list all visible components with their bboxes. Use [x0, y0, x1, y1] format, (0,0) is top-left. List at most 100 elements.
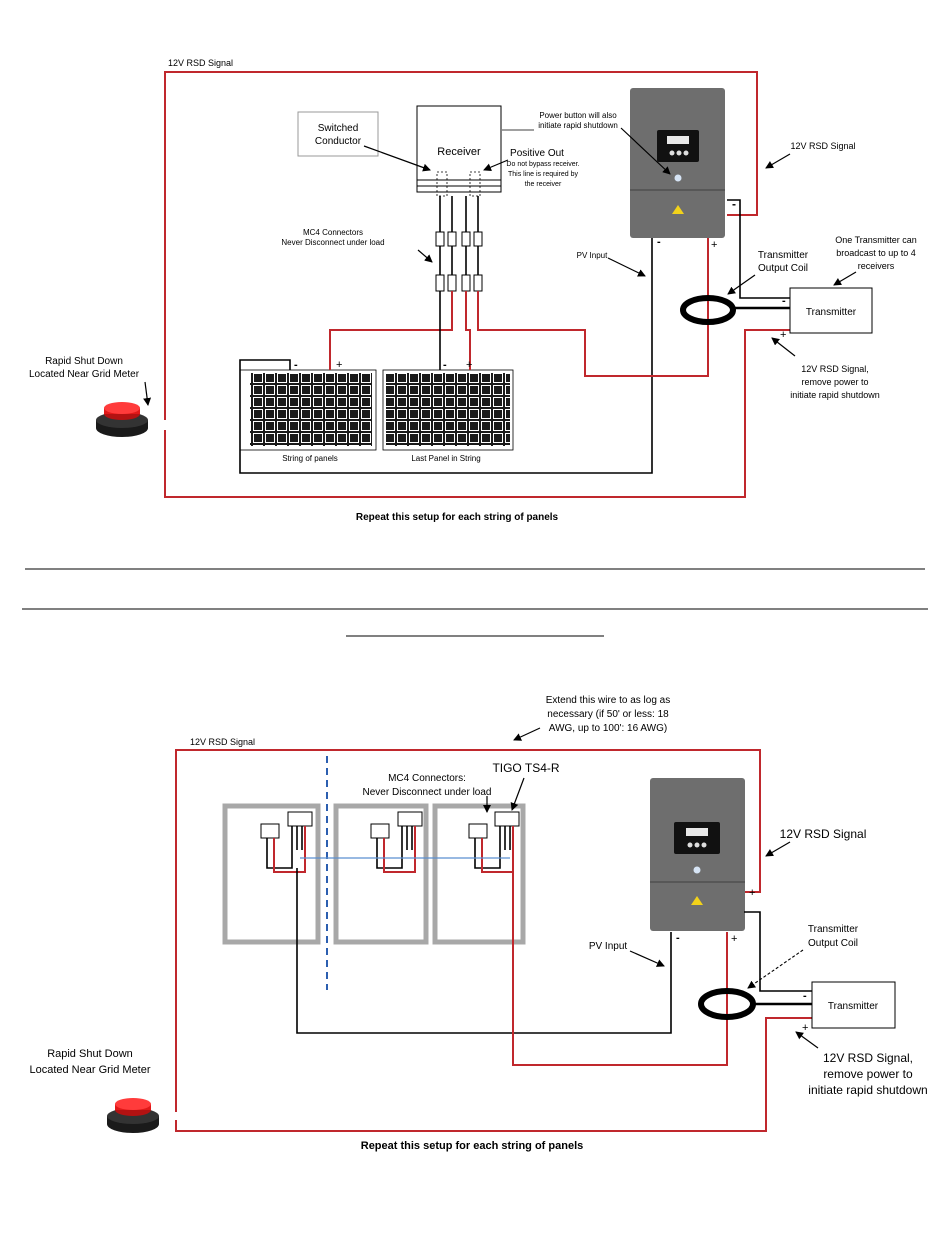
rsd-signal-label: 12V RSD Signal [168, 58, 233, 68]
inverter-neg-to-transmitter [727, 199, 790, 299]
transmitter-label: Transmitter [806, 307, 857, 318]
minus-label: - [676, 932, 680, 944]
rsd-signal-label: 12V RSD Signal [190, 737, 255, 747]
plus-label: + [711, 239, 717, 251]
power-button-note: Power button will also [539, 111, 617, 120]
rapid-shutdown-button[interactable] [96, 402, 148, 437]
string-neg-wire [239, 238, 653, 474]
solar-panel-3 [432, 803, 526, 945]
extend-wire-note: AWG, up to 100': 16 AWG) [549, 723, 667, 734]
tigo-unit-1 [260, 811, 313, 873]
rsd-signal-label: 12V RSD Signal [780, 827, 867, 841]
repeat-setup-label: Repeat this setup for each string of pan… [361, 1140, 584, 1152]
solar-panel-1 [222, 803, 321, 945]
rsd-signal-loop-bottom [175, 749, 761, 1112]
tigo-unit-3 [468, 811, 520, 873]
string-neg-wire-bottom [296, 868, 672, 1034]
transmitter-box [811, 981, 896, 1029]
transmitter-coil-label: Output Coil [758, 263, 808, 274]
rsd-signal-remove-note: 12V RSD Signal, [801, 364, 869, 374]
transmitter-coil-label: Transmitter [758, 250, 809, 261]
rsd-signal-remove-note: remove power to [801, 377, 868, 387]
one-transmitter-note: broadcast to up to 4 [836, 248, 916, 258]
solar-panel-last [382, 369, 514, 451]
rsd-signal-remove-note: initiate rapid shutdown [790, 390, 880, 400]
plus-label: + [749, 887, 755, 899]
pv-input-label: PV Input [577, 251, 608, 260]
plus-label: + [466, 359, 472, 371]
power-button-icon[interactable] [674, 174, 682, 182]
tigo-label: TIGO TS4-R [492, 761, 559, 775]
extend-wire-note: Extend this wire to as log as [546, 695, 671, 706]
rsd-signal-return-top [164, 329, 790, 498]
last-panel-pos-wire [465, 291, 471, 370]
minus-label: - [732, 197, 736, 211]
rapid-shutdown-label: Located Near Grid Meter [29, 369, 140, 380]
rsd-signal-remove-note: 12V RSD Signal, [823, 1051, 913, 1065]
bypass-note: Do not bypass receiver. [506, 161, 579, 168]
rsd-signal-loop-top [164, 71, 758, 420]
bottom-diagram: Extend this wire to as log as necessary … [29, 695, 927, 1152]
plus-label: + [802, 1022, 808, 1034]
transmitter-box [789, 287, 873, 334]
inverter-top [630, 88, 725, 238]
transmitter-output-coil-icon [698, 988, 756, 1020]
rapid-shutdown-label: Rapid Shut Down [45, 356, 123, 367]
rsd-signal-return-bottom [175, 1017, 812, 1132]
warning-icon [691, 896, 703, 905]
positive-out-label: Positive Out [510, 148, 564, 159]
inverter-display [674, 822, 720, 854]
mc4-note: MC4 Connectors [303, 228, 363, 237]
minus-label: - [803, 990, 807, 1002]
string-pos-wire-bottom [512, 872, 728, 1066]
string-pos-wire [329, 291, 453, 370]
plus-label: + [336, 359, 342, 371]
plus-label: + [780, 329, 786, 341]
mc4-note: MC4 Connectors: [388, 773, 466, 784]
rapid-shutdown-label: Rapid Shut Down [47, 1048, 133, 1060]
rapid-shutdown-label: Located Near Grid Meter [29, 1064, 150, 1076]
power-button-note: initiate rapid shutdown [538, 121, 618, 130]
switched-conductor-label: Switched [318, 123, 359, 134]
switched-conductor-label: Conductor [315, 136, 362, 147]
power-button-icon[interactable] [693, 866, 701, 874]
bypass-note: This line is required by [508, 171, 579, 178]
mc4-note: Never Disconnect under load [363, 787, 492, 798]
inverter-display [657, 130, 699, 162]
transmitter-coil-label: Output Coil [808, 938, 858, 949]
transmitter-coil-label: Transmitter [808, 924, 859, 935]
receiver-leads [435, 196, 483, 292]
inverter-neg-to-transmitter-bottom [744, 911, 812, 992]
inverter-bottom [650, 778, 745, 931]
solar-panel-string [239, 369, 377, 451]
minus-label: - [782, 295, 786, 307]
receiver-box [416, 105, 502, 193]
warning-icon [672, 205, 684, 214]
rsd-signal-remove-note: remove power to [823, 1067, 913, 1081]
transmitter-output-coil-icon [680, 295, 736, 325]
mc4-note: Never Disconnect under load [281, 238, 384, 247]
rapid-shutdown-button[interactable] [107, 1098, 159, 1133]
string-of-panels-label: String of panels [282, 454, 338, 463]
one-transmitter-note: receivers [858, 261, 895, 271]
bypass-note: the receiver [525, 181, 562, 188]
pv-input-label: PV Input [589, 941, 628, 952]
plus-label: + [731, 933, 737, 945]
transmitter-label: Transmitter [828, 1001, 879, 1012]
minus-label: - [294, 359, 298, 371]
extend-wire-note: necessary (if 50' or less: 18 [547, 709, 669, 720]
positive-out-wire [477, 238, 709, 377]
rsd-signal-remove-note: initiate rapid shutdown [808, 1083, 927, 1097]
receiver-label: Receiver [437, 146, 481, 158]
minus-label: - [657, 236, 661, 248]
solar-panel-2 [333, 803, 429, 945]
tigo-unit-2 [370, 811, 423, 873]
one-transmitter-note: One Transmitter can [835, 235, 917, 245]
top-diagram: - Receiver [29, 58, 917, 523]
last-panel-label: Last Panel in String [411, 454, 480, 463]
minus-label: - [443, 359, 447, 371]
rsd-signal-label: 12V RSD Signal [790, 141, 855, 151]
switched-conductor-box [297, 111, 379, 157]
repeat-setup-label: Repeat this setup for each string of pan… [356, 512, 559, 523]
